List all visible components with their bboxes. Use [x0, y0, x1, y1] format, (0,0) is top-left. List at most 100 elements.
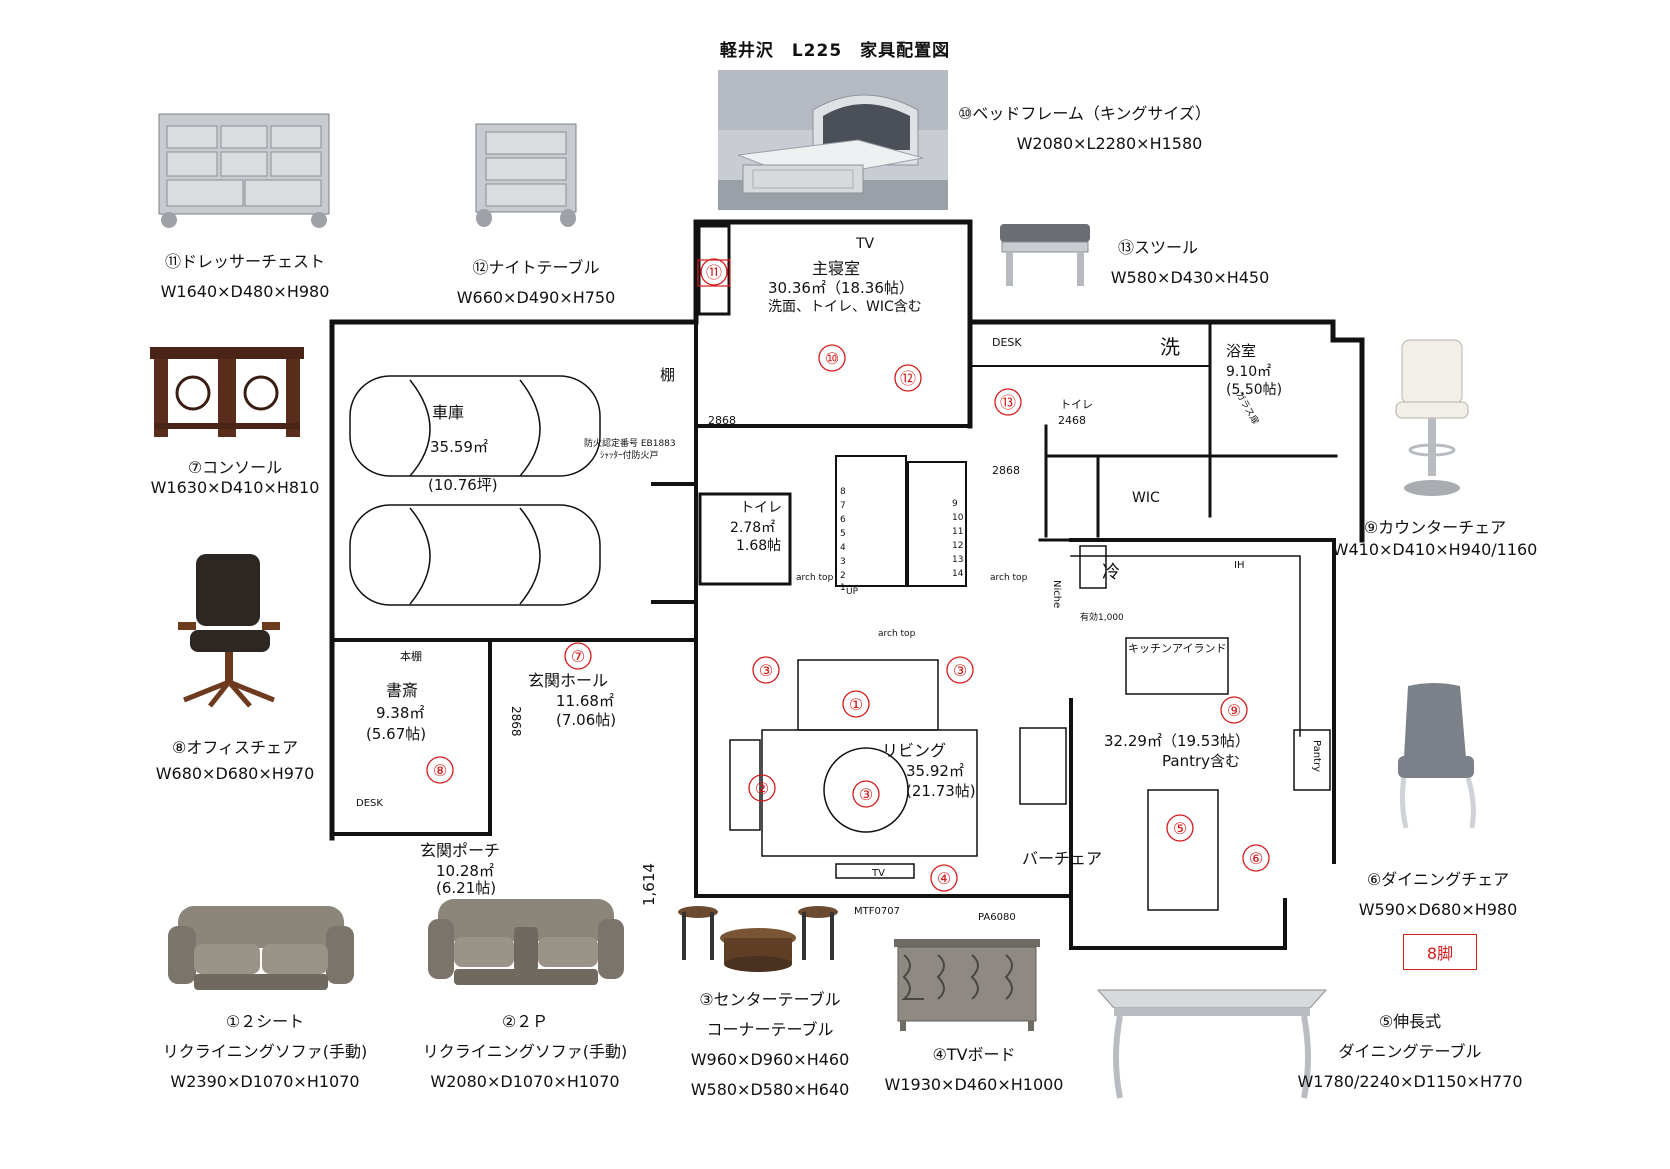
console-dims: W1630×D410×H810 [150, 478, 320, 497]
door-2468: 2468 [1058, 414, 1086, 427]
dresser-name: ⑪ドレッサーチェスト [164, 252, 325, 271]
sofa-2seat-line2: リクライニングソファ(手動) [162, 1042, 368, 1061]
toilet1-area: 2.78㎡ [730, 520, 775, 536]
marker-3c: ③ [859, 785, 873, 804]
up-label: UP [846, 587, 859, 597]
marker-12: ⑫ [900, 369, 916, 388]
bed-frame-name: ⑩ベッドフレーム（キングサイズ） [958, 104, 1211, 123]
dim-1614: 1,614 [640, 863, 658, 906]
mtf-label: MTF0707 [854, 906, 900, 917]
caption-office-chair: ⑧オフィスチェア W680×D680×H970 [140, 738, 330, 784]
console-photo [150, 347, 304, 437]
stair-step-14: 14 [952, 569, 964, 579]
tv-board-dims: W1930×D460×H1000 [884, 1075, 1064, 1094]
master-note: 洗面、トイレ、WIC含む [768, 299, 922, 315]
center-table-dims: W960×D960×H460 [690, 1050, 850, 1069]
dining-chair-dims: W590×D680×H980 [1358, 900, 1518, 919]
marker-7: ⑦ [571, 647, 585, 666]
stair-numbers: 8 7 6 5 4 3 2 1 9 10 11 12 13 14 [840, 487, 964, 593]
stair-step-9: 9 [952, 499, 958, 509]
sofa-2seat-line1: ①２シート [225, 1012, 305, 1031]
caption-dresser: ⑪ドレッサーチェスト W1640×D480×H980 [140, 252, 350, 302]
stair-step-11: 11 [952, 527, 963, 537]
bed-frame-photo [718, 70, 948, 210]
arch-top-1: arch top [796, 573, 834, 583]
sofa-2seat-dims: W2390×D1070×H1070 [170, 1072, 360, 1091]
sofa-2p-dims: W2080×D1070×H1070 [430, 1072, 620, 1091]
stool-name: ⑬スツール [1118, 238, 1199, 257]
living-jo: (21.73帖) [906, 782, 976, 800]
sofa-2p-photo [428, 899, 624, 985]
furniture-markers: ⑪ ⑩ ⑫ ⑬ ⑦ ⑧ ③ ③ ① ② ③ ④ ⑤ ⑥ ⑨ [426, 258, 1270, 892]
counter-chair-dims: W410×D410×H940/1160 [1332, 540, 1538, 559]
living-tv: TV [871, 868, 885, 879]
stool-dims: W580×D430×H450 [1110, 268, 1270, 287]
center-tables-photo [678, 906, 838, 972]
dining-chair-photo [1398, 683, 1476, 829]
marker-5: ⑤ [1173, 819, 1187, 838]
marker-1: ① [849, 695, 863, 714]
study-area: 9.38㎡ [376, 704, 424, 722]
counter-chair-photo [1395, 339, 1469, 496]
hall-name: 玄関ホール [528, 671, 608, 690]
stool-photo [1000, 224, 1090, 286]
stair-step-7: 7 [840, 501, 846, 511]
master-name: 主寝室 [812, 259, 860, 278]
master-area: 30.36㎡（18.36帖） [768, 279, 914, 297]
fridge-label: 冷 [1102, 562, 1120, 583]
porch-area: 10.28㎡ [436, 862, 494, 880]
tv-board-photo [894, 939, 1040, 1031]
dresser-dims: W1640×D480×H980 [160, 282, 330, 301]
stair-step-13: 13 [952, 555, 963, 565]
kitchen-island-label: キッチンアイランド [1128, 642, 1226, 655]
console-name: ⑦コンソール [187, 458, 283, 477]
marker-11: ⑪ [706, 263, 722, 282]
caption-dining-chair: ⑥ダイニングチェア W590×D680×H980 [1338, 870, 1538, 920]
bath-name: 浴室 [1226, 342, 1256, 360]
stair-step-6: 6 [840, 515, 846, 525]
garage-cars [349, 375, 601, 606]
hall-jo: (7.06帖) [556, 711, 616, 729]
marker-4: ④ [937, 869, 951, 888]
caption-tv-board: ④TVボード W1930×D460×H1000 [874, 1045, 1074, 1095]
caption-console: ⑦コンソール W1630×D410×H810 [140, 458, 330, 498]
caption-sofa-2seat: ①２シート リクライニングソファ(手動) W2390×D1070×H1070 [140, 1012, 390, 1092]
center-table-line1: ③センターテーブル [699, 990, 841, 1009]
page-title: 軽井沢 L225 家具配置図 [719, 41, 951, 61]
stair-step-10: 10 [952, 513, 964, 523]
stair-step-5: 5 [840, 529, 846, 539]
caption-sofa-2p: ②２Ｐ リクライニングソファ(手動) W2080×D1070×H1070 [400, 1012, 650, 1092]
walls [329, 219, 1365, 950]
tv-board-name: ④TVボード [932, 1045, 1016, 1064]
bar-chair-label: バーチェア [1022, 849, 1102, 868]
sofa-2seat-photo [168, 906, 354, 990]
caption-stool: ⑬スツール W580×D430×H450 [1100, 238, 1280, 288]
office-chair-photo [178, 554, 280, 708]
dining-table-line1: ⑤伸長式 [1378, 1012, 1442, 1031]
door-2868-a: 2868 [708, 414, 736, 427]
ldk-area: 32.29㎡（19.53帖） [1104, 732, 1250, 750]
nightstand-name: ⑫ナイトテーブル [472, 258, 600, 277]
ih-label: IH [1234, 560, 1244, 571]
stair-step-8: 8 [840, 487, 846, 497]
dresser-photo [158, 113, 330, 228]
washer-label: 洗 [1160, 335, 1180, 359]
pantry-note: Pantry含む [1162, 752, 1240, 770]
bed-frame-dims: W2080×L2280×H1580 [1016, 134, 1203, 153]
counter-chair-name: ⑨カウンターチェア [1363, 518, 1507, 537]
sofa-2p-line2: リクライニングソファ(手動) [422, 1042, 628, 1061]
dining-table-dims: W1780/2240×D1150×H770 [1297, 1072, 1523, 1091]
marker-8: ⑧ [433, 761, 447, 780]
garage-name: 車庫 [432, 403, 464, 422]
pa-label: PA6080 [978, 912, 1016, 923]
stair-step-2: 2 [840, 571, 846, 581]
study-shelf: 本棚 [400, 649, 422, 663]
marker-3a: ③ [759, 661, 773, 680]
marker-2: ② [755, 779, 769, 798]
office-chair-name: ⑧オフィスチェア [171, 738, 299, 757]
door-2868-c: 2868 [509, 706, 523, 737]
niche-label: Niche [1051, 580, 1062, 608]
effective-width-label: 有効1,000 [1080, 611, 1124, 623]
corner-table-dims: W580×D580×H640 [690, 1080, 850, 1099]
